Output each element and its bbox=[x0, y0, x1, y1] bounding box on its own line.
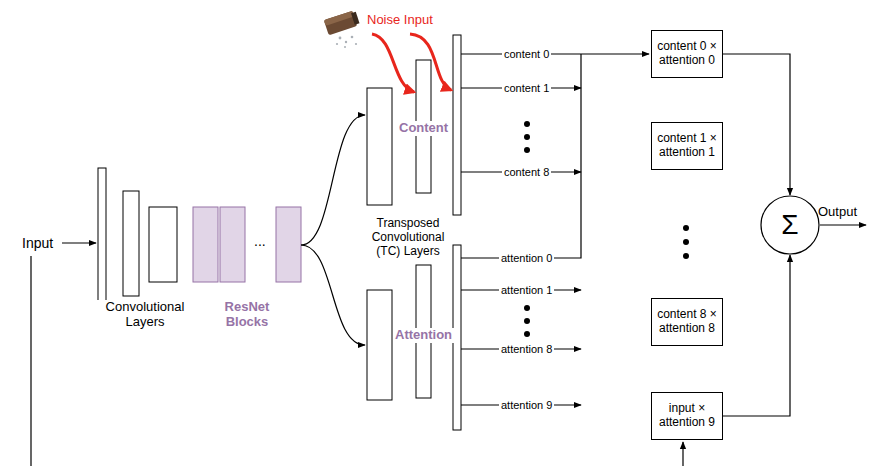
text-label: Content bbox=[397, 121, 450, 136]
box-text: content 1 × attention 1 bbox=[655, 132, 719, 160]
text-label: attention 1 bbox=[499, 284, 554, 297]
text-label: Transposed Convolutional (TC) Layers bbox=[364, 217, 452, 258]
product-box: content 0 × attention 0 bbox=[651, 30, 723, 78]
text-label: content 1 bbox=[502, 82, 551, 95]
text-label: Noise Input bbox=[365, 13, 435, 28]
sum-symbol: Σ bbox=[781, 209, 798, 241]
sum-circle: Σ bbox=[760, 195, 820, 255]
text-label: Output bbox=[816, 205, 859, 220]
product-box: input × attention 9 bbox=[651, 392, 723, 440]
text-label: attention 8 bbox=[499, 343, 554, 356]
text-label: attention 0 bbox=[499, 252, 554, 265]
text-label: content 8 bbox=[502, 166, 551, 179]
text-label: Convolutional Layers bbox=[97, 300, 193, 330]
text-label: attention 9 bbox=[499, 399, 554, 412]
product-box: content 8 × attention 8 bbox=[651, 298, 723, 346]
box-text: content 0 × attention 0 bbox=[655, 40, 719, 68]
text-label: content 0 bbox=[502, 48, 551, 61]
text-label: ... bbox=[252, 233, 268, 249]
connector-arrow bbox=[723, 54, 790, 195]
text-label: Attention bbox=[393, 328, 454, 343]
text-label: Input bbox=[20, 235, 55, 251]
connector-arrow bbox=[723, 255, 790, 416]
text-label: ResNet Blocks bbox=[209, 300, 285, 330]
box-text: content 8 × attention 8 bbox=[655, 308, 719, 336]
box-text: input × attention 9 bbox=[655, 402, 719, 430]
product-box: content 1 × attention 1 bbox=[651, 122, 723, 170]
